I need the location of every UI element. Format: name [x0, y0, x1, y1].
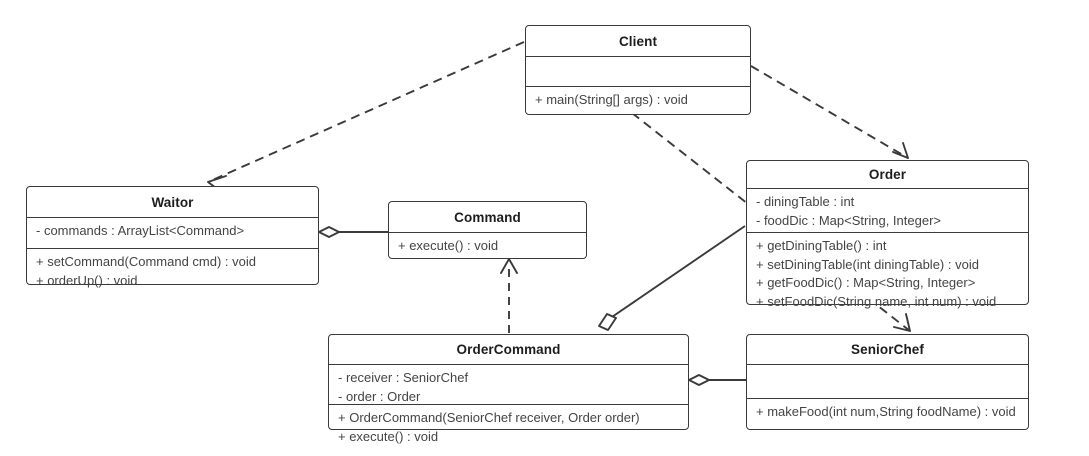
attributes-compartment-ordercommand: - receiver : SeniorChef - order : Order: [329, 365, 688, 405]
edge-waitor-command[interactable]: [318, 226, 388, 238]
class-box-seniorchef[interactable]: SeniorChef + makeFood(int num,String food…: [746, 334, 1029, 430]
class-box-command[interactable]: Command + execute() : void: [388, 201, 587, 259]
attributes-compartment-waitor: - commands : ArrayList<Command>: [27, 218, 318, 249]
class-name-waitor: Waitor: [27, 187, 318, 218]
hollow-diamond-icon: [598, 313, 617, 331]
open-arrow-icon: [892, 142, 909, 159]
method-row: + main(String[] args) : void: [535, 92, 688, 107]
methods-compartment-client: + main(String[] args) : void: [526, 87, 750, 113]
open-arrow-icon: [500, 258, 518, 274]
method-row: + getFoodDic() : Map<String, Integer>: [756, 275, 976, 290]
attribute-row: - commands : ArrayList<Command>: [36, 223, 245, 238]
method-row: + execute() : void: [398, 238, 499, 253]
hollow-diamond-icon: [318, 226, 340, 238]
edge-order-ordercommand[interactable]: [598, 225, 746, 331]
edge-client-order[interactable]: [750, 65, 909, 159]
methods-compartment-ordercommand: + OrderCommand(SeniorChef receiver, Orde…: [329, 405, 688, 449]
class-name-ordercommand: OrderCommand: [329, 335, 688, 365]
method-row: + OrderCommand(SeniorChef receiver, Orde…: [338, 410, 640, 425]
attribute-row: - receiver : SeniorChef: [338, 370, 469, 385]
methods-compartment-seniorchef: + makeFood(int num,String foodName) : vo…: [747, 399, 1028, 425]
method-row: + execute() : void: [338, 428, 439, 444]
method-row: + setFoodDic(String name, int num) : voi…: [756, 293, 997, 309]
method-row: + orderUp() : void: [36, 272, 138, 288]
class-name-order: Order: [747, 161, 1028, 189]
method-row: + getDiningTable() : int: [756, 238, 887, 253]
edge-ordercommand-command[interactable]: [500, 258, 518, 333]
hollow-diamond-icon: [688, 374, 710, 386]
class-name-client: Client: [526, 26, 750, 57]
attributes-compartment-order: - diningTable : int - foodDic : Map<Strin…: [747, 189, 1028, 233]
edge-client-seniorchef[interactable]: [631, 112, 911, 332]
edge-client-waitor[interactable]: [207, 41, 525, 192]
class-name-command: Command: [389, 202, 586, 233]
class-box-waitor[interactable]: Waitor - commands : ArrayList<Command> + s…: [26, 186, 319, 288]
attribute-row: - diningTable : int: [756, 194, 855, 209]
class-box-order[interactable]: Order - diningTable : int - foodDic : Map<…: [746, 160, 1029, 309]
attributes-compartment-seniorchef: [747, 365, 1028, 399]
open-arrow-icon: [893, 313, 911, 332]
methods-compartment-command: + execute() : void: [389, 233, 586, 259]
attribute-row: - foodDic : Map<String, Integer>: [756, 212, 941, 228]
class-box-client[interactable]: Client + main(String[] args) : void: [525, 25, 751, 115]
method-row: + makeFood(int num,String foodName) : vo…: [756, 404, 1016, 419]
class-name-seniorchef: SeniorChef: [747, 335, 1028, 365]
methods-compartment-waitor: + setCommand(Command cmd) : void + orderU…: [27, 249, 318, 293]
attributes-compartment-client: [526, 57, 750, 87]
method-row: + setCommand(Command cmd) : void: [36, 254, 256, 269]
method-row: + setDiningTable(int diningTable) : void: [756, 256, 979, 272]
methods-compartment-order: + getDiningTable() : int + setDiningTable…: [747, 233, 1028, 314]
class-box-ordercommand[interactable]: OrderCommand - receiver : SeniorChef - ord…: [328, 334, 689, 444]
attribute-row: - order : Order: [338, 388, 421, 404]
edge-ordercommand-seniorchef[interactable]: [688, 374, 746, 386]
